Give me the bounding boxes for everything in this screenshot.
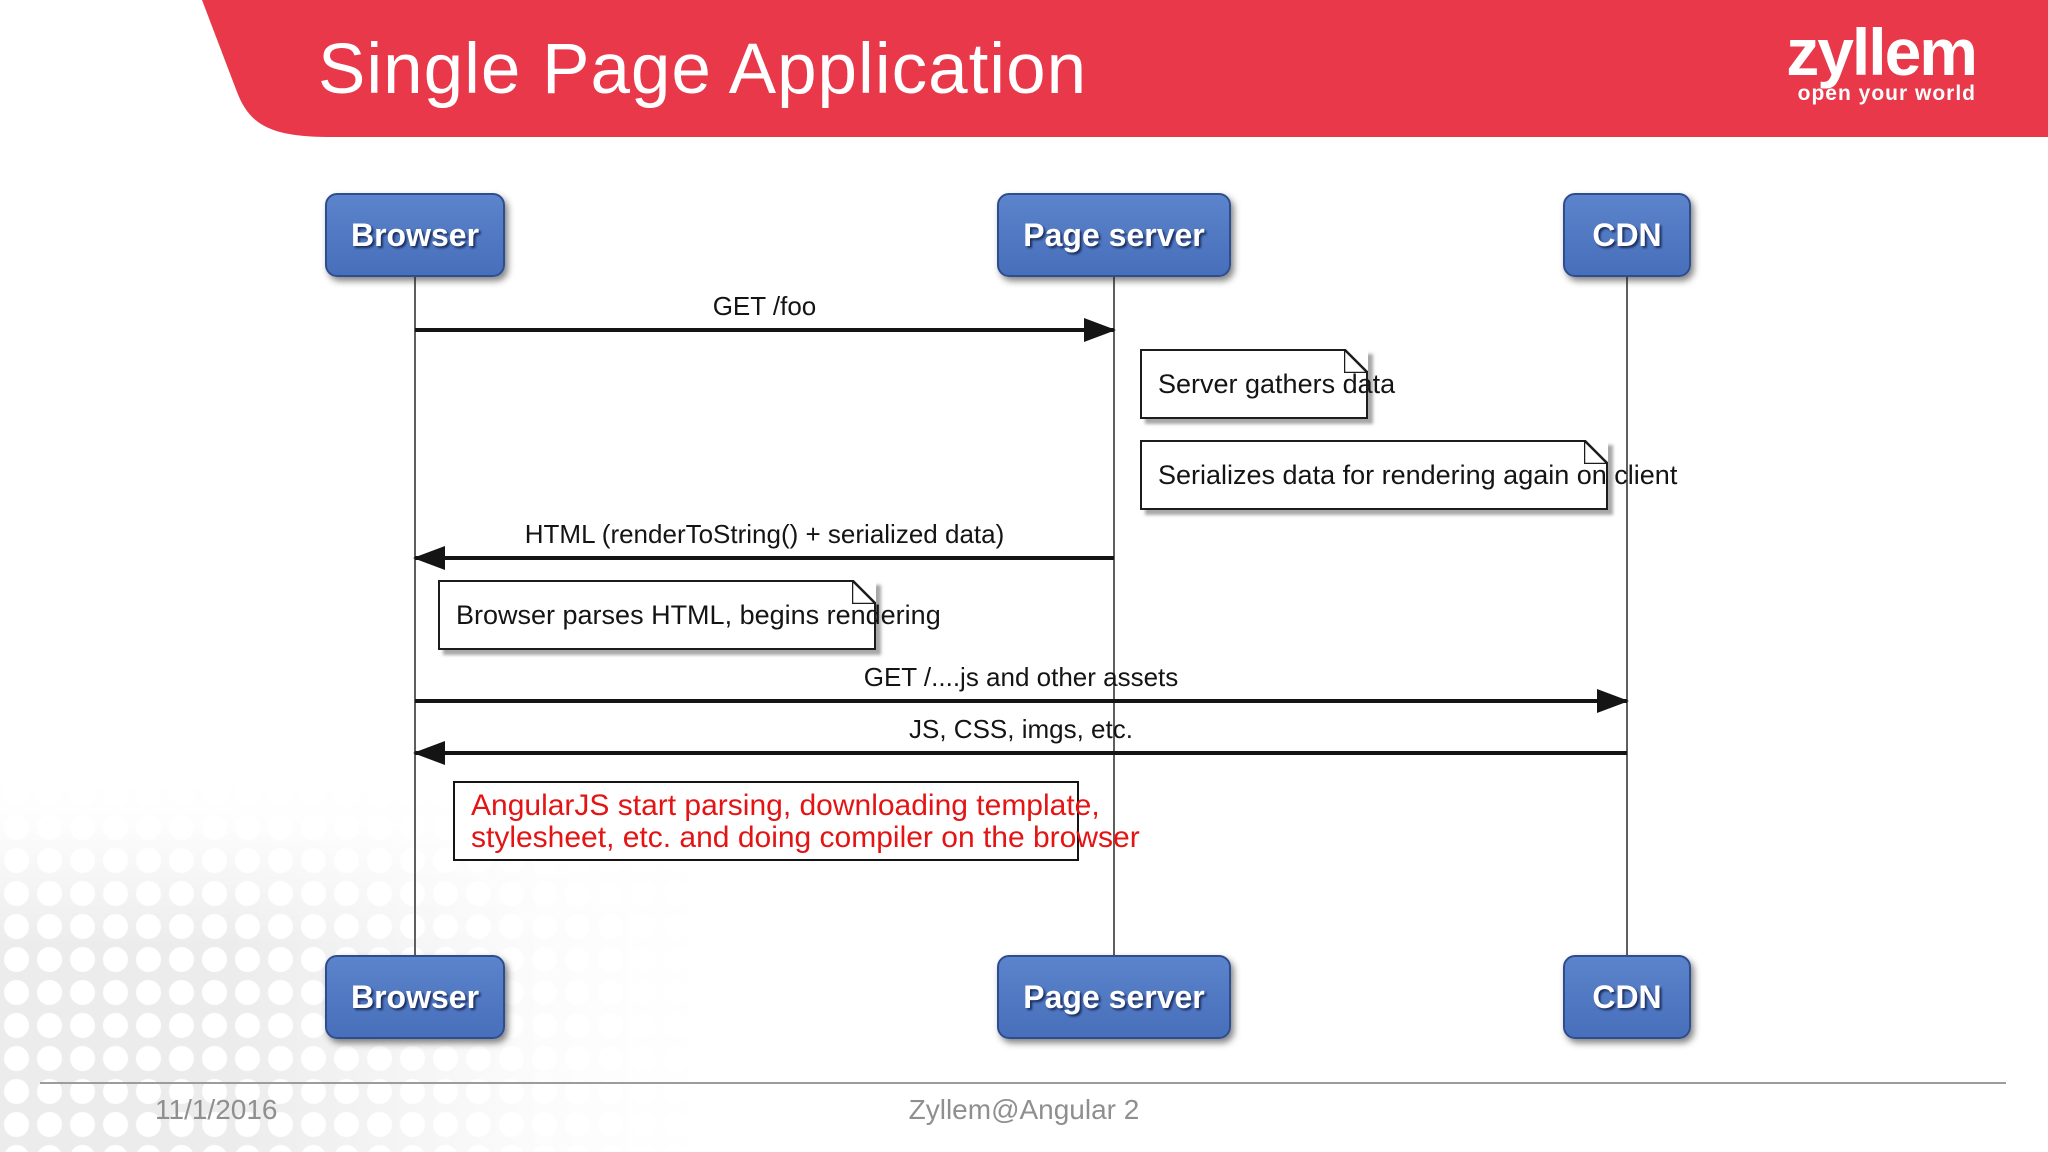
note-fold-icon [1344, 349, 1368, 373]
lifeline-browser [414, 277, 416, 955]
note-serializes-data: Serializes data for rendering again on c… [1140, 440, 1677, 510]
lifeline-page-server [1113, 277, 1115, 955]
angularjs-annotation-box: AngularJS start parsing, downloading tem… [453, 781, 1140, 861]
actor-label: Page server [1023, 978, 1205, 1015]
actor-label: Page server [1023, 216, 1205, 253]
actor-label: CDN [1592, 978, 1662, 1015]
footer-title: Zyllem@Angular 2 [908, 1094, 1140, 1125]
annotation-line-2: stylesheet, etc. and doing compiler on t… [471, 821, 1140, 854]
actor-page-server-bottom: Page server [997, 955, 1231, 1039]
page-title: Single Page Application [318, 30, 1088, 109]
message-label-get-js-assets: GET /....js and other assets [863, 662, 1179, 692]
actor-label: Browser [350, 978, 480, 1015]
actor-page-server-top: Page server [997, 193, 1231, 277]
note-fold-icon [852, 580, 876, 604]
message-arrow-get-foo [415, 318, 1116, 342]
note-fold-icon [1584, 440, 1608, 464]
message-arrow-html-rendertostring [413, 546, 1114, 570]
annotation-line-1: AngularJS start parsing, downloading tem… [471, 789, 1100, 822]
footer-date: 11/1/2016 [155, 1094, 278, 1125]
actor-cdn-bottom: CDN [1563, 955, 1691, 1039]
note-text: Serializes data for rendering again on c… [1158, 459, 1678, 490]
actor-browser-bottom: Browser [325, 955, 505, 1039]
message-label-html-rendertostring: HTML (renderToString() + serialized data… [524, 519, 1005, 549]
footer-divider [40, 1082, 2006, 1084]
note-text: Server gathers data [1158, 368, 1396, 399]
actor-cdn-top: CDN [1563, 193, 1691, 277]
actor-label: CDN [1592, 216, 1662, 253]
note-browser-parses-html: Browser parses HTML, begins rendering [438, 580, 941, 650]
message-label-js-css-imgs: JS, CSS, imgs, etc. [909, 714, 1133, 744]
message-label-get-foo: GET /foo [712, 291, 817, 321]
logo-wordmark: zyllem [1786, 15, 1978, 89]
logo-tagline: open your world [1797, 82, 1976, 105]
zyllem-logo: zyllem open your world [1786, 15, 1978, 106]
lifeline-cdn [1626, 277, 1628, 955]
actor-browser-top: Browser [325, 193, 505, 277]
note-text: Browser parses HTML, begins rendering [456, 599, 941, 630]
actor-label: Browser [350, 216, 480, 253]
header-banner [202, 0, 2048, 137]
note-server-gathers-data: Server gathers data [1140, 349, 1395, 419]
message-arrow-js-css-imgs [413, 741, 1627, 765]
message-arrow-get-js-assets [415, 689, 1629, 713]
